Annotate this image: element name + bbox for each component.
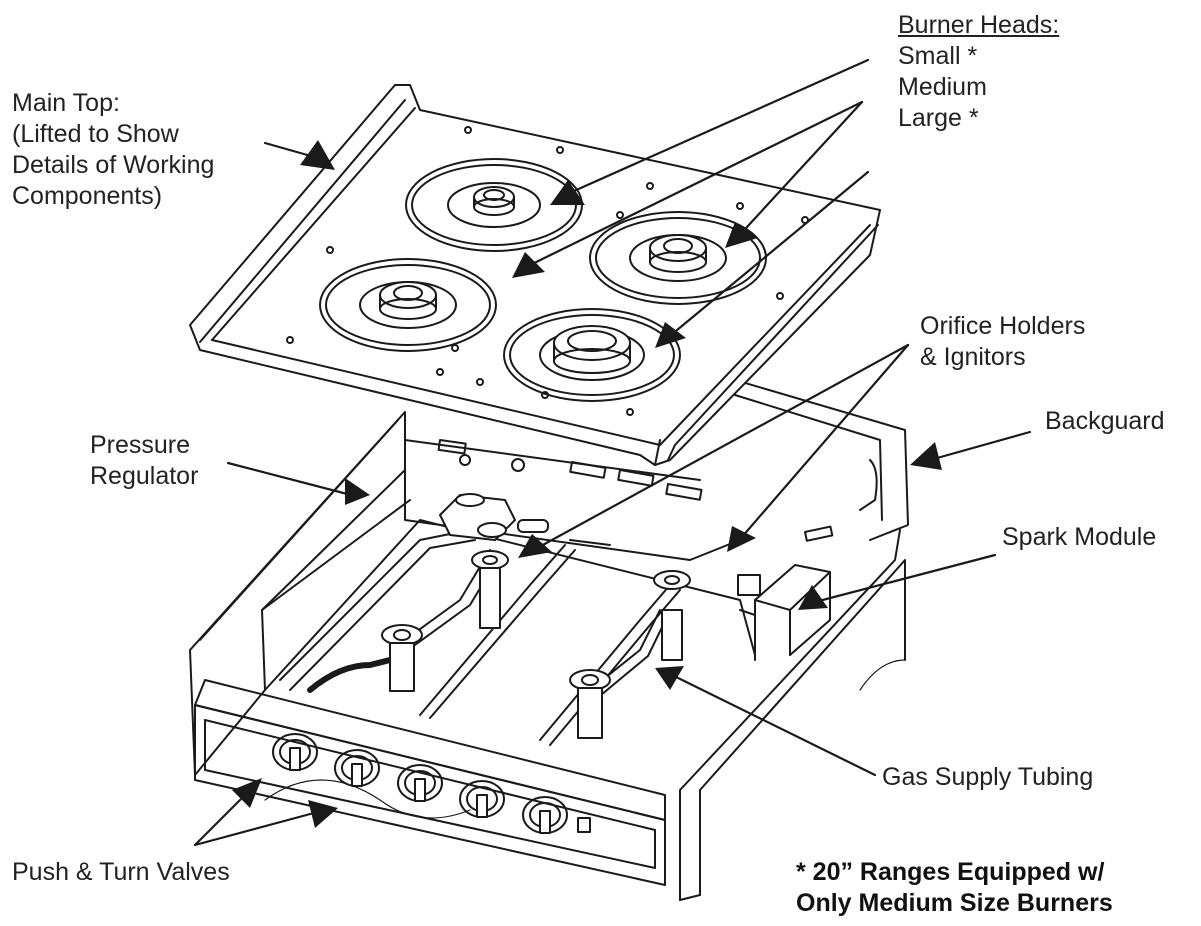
- footnote-line-2: Only Medium Size Burners: [796, 889, 1113, 917]
- orifice-holders: [381, 550, 691, 739]
- pressure-regulator-line-1: Pressure: [90, 431, 191, 459]
- main-top-holes: [286, 126, 809, 416]
- leader-lines: [193, 58, 1032, 847]
- orifice-label-line-2: & Ignitors: [920, 343, 1026, 371]
- main-top-label-line-1: Main Top:: [12, 89, 120, 117]
- valve-knobs: [272, 733, 568, 834]
- spark-module-label: Spark Module: [1002, 523, 1157, 551]
- gas-supply-tubing-label: Gas Supply Tubing: [882, 763, 1094, 791]
- push-turn-valves-label: Push & Turn Valves: [12, 858, 230, 886]
- burner-heads-label: Burner Heads: Small * Medium Large *: [898, 10, 1059, 134]
- footnote-line-1: * 20” Ranges Equipped w/: [796, 858, 1105, 886]
- burner-heads-medium: Medium: [898, 73, 987, 101]
- orifice-label-line-1: Orifice Holders: [920, 312, 1086, 340]
- main-top-label-line-4: Components): [12, 182, 163, 210]
- burner-heads-small: Small *: [898, 42, 978, 70]
- burner-heads-large: Large *: [898, 104, 979, 132]
- pressure-regulator: [439, 493, 549, 541]
- gas-supply-tubing: [279, 529, 756, 746]
- burner-heads-title: Burner Heads:: [898, 11, 1060, 39]
- backguard-label: Backguard: [1045, 407, 1165, 435]
- burner-large: [503, 308, 681, 402]
- main-top: [189, 84, 881, 466]
- footnote: * 20” Ranges Equipped w/ Only Medium Siz…: [796, 857, 1113, 919]
- pressure-regulator-line-2: Regulator: [90, 462, 199, 490]
- main-top-label-line-3: Details of Working: [12, 151, 215, 179]
- orifice-holders-label: Orifice Holders & Ignitors: [920, 311, 1085, 373]
- burner-medium-front: [319, 258, 497, 352]
- arrow-heads: [232, 140, 942, 828]
- main-top-label: Main Top: (Lifted to Show Details of Wor…: [12, 88, 214, 212]
- pressure-regulator-label: Pressure Regulator: [90, 430, 198, 492]
- main-top-label-line-2: (Lifted to Show: [12, 120, 179, 148]
- burner-medium-rear: [589, 211, 767, 305]
